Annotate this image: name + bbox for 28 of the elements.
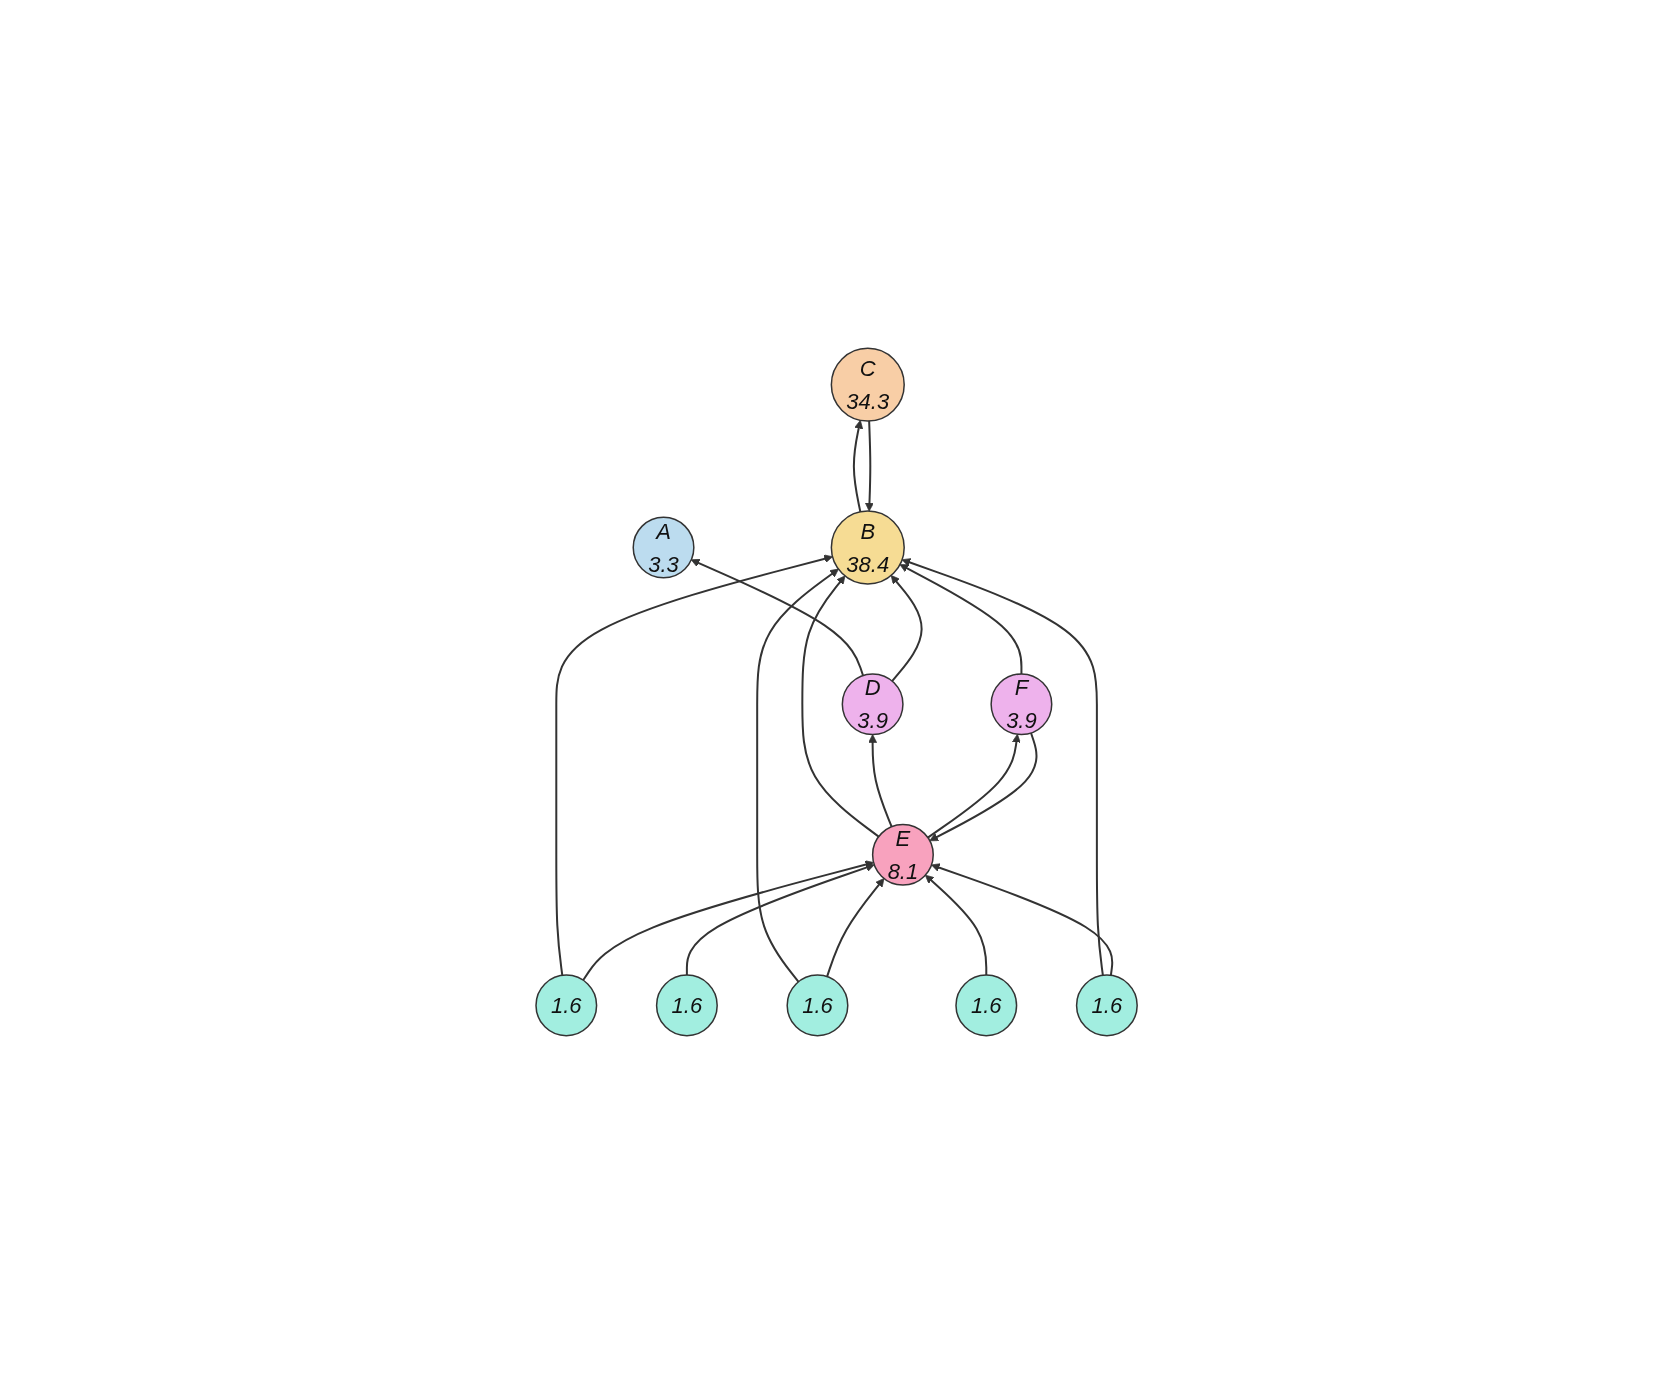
arrow [826,877,885,978]
arrow [929,731,1038,841]
node-circle: A 3.3 [632,516,695,579]
node-circle: C 34.3 [830,347,905,422]
arrow [582,859,874,981]
arrow [901,557,1104,976]
arrow [852,419,863,513]
node-circle: D 3.9 [841,672,904,735]
arrow [924,874,988,976]
arrow [685,862,875,976]
arrow [890,574,923,682]
arrow [931,862,1114,976]
arrow [868,733,893,828]
node-circle: E 8.1 [871,823,934,886]
arrow [926,733,1021,839]
arrow [801,575,880,838]
arrow [864,419,874,512]
node-circle: 1.6 [955,973,1018,1036]
node-circle: 1.6 [535,973,598,1036]
arrow [756,568,839,983]
node-circle: B 38.4 [830,509,905,585]
node-circle: F 3.9 [990,672,1053,735]
node-circle: 1.6 [786,973,849,1036]
node-circle: 1.6 [1075,973,1138,1036]
arrow [899,563,1023,675]
arrow [690,558,864,676]
node-circle: 1.6 [655,973,718,1036]
arrow [555,554,833,976]
